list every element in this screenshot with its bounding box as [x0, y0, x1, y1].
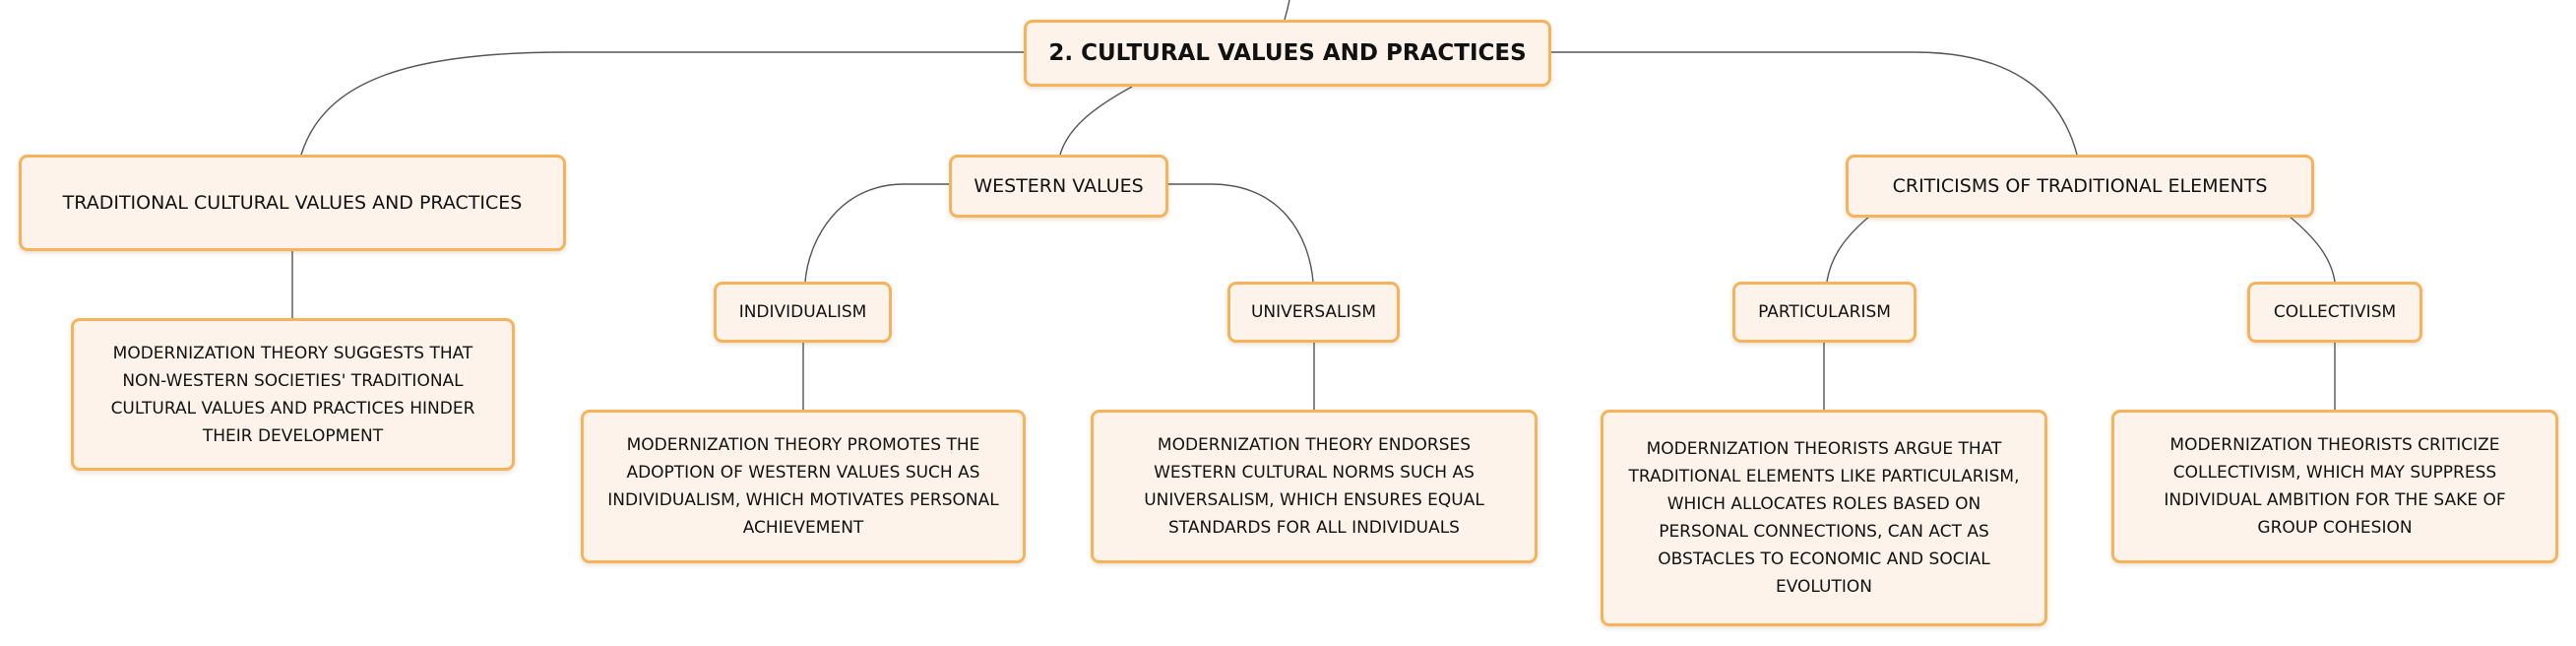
topic-western-values[interactable]: WESTERN VALUES: [949, 155, 1168, 218]
topic-criticisms-of-traditional-elements[interactable]: CRITICISMS OF TRADITIONAL ELEMENTS: [1846, 155, 2314, 218]
connector-western-to-universalism: [1168, 183, 1314, 283]
note-individualism-text: MODERNIZATION THEORY PROMOTES THE ADOPTI…: [607, 435, 999, 538]
topic-criticisms-label: CRITICISMS OF TRADITIONAL ELEMENTS: [1892, 175, 2268, 197]
connector-parent-to-root: [1284, 0, 1290, 21]
note-traditional-text: MODERNIZATION THEORY SUGGESTS THAT NON-W…: [110, 343, 475, 446]
note-collectivism[interactable]: MODERNIZATION THEORISTS CRITICIZE COLLEC…: [2111, 410, 2558, 563]
subtopic-particularism[interactable]: PARTICULARISM: [1732, 282, 1916, 343]
topic-traditional-cultural-values[interactable]: TRADITIONAL CULTURAL VALUES AND PRACTICE…: [19, 155, 566, 251]
subtopic-individualism[interactable]: INDIVIDUALISM: [714, 282, 892, 343]
note-universalism-text: MODERNIZATION THEORY ENDORSES WESTERN CU…: [1144, 435, 1484, 538]
subtopic-particularism-label: PARTICULARISM: [1758, 302, 1891, 322]
topic-traditional-label: TRADITIONAL CULTURAL VALUES AND PRACTICE…: [62, 192, 523, 214]
connector-root-to-traditional: [300, 51, 1024, 156]
subtopic-collectivism-label: COLLECTIVISM: [2273, 302, 2397, 322]
note-traditional[interactable]: MODERNIZATION THEORY SUGGESTS THAT NON-W…: [71, 318, 515, 471]
note-universalism[interactable]: MODERNIZATION THEORY ENDORSES WESTERN CU…: [1091, 410, 1538, 563]
subtopic-individualism-label: INDIVIDUALISM: [738, 302, 867, 322]
connector-root-to-western: [1059, 86, 1133, 156]
note-individualism[interactable]: MODERNIZATION THEORY PROMOTES THE ADOPTI…: [581, 410, 1026, 563]
note-particularism-text: MODERNIZATION THEORISTS ARGUE THAT TRADI…: [1628, 439, 2020, 597]
subtopic-universalism-label: UNIVERSALISM: [1250, 302, 1377, 322]
connector-root-to-criticisms: [1551, 51, 2078, 156]
note-particularism[interactable]: MODERNIZATION THEORISTS ARGUE THAT TRADI…: [1601, 410, 2047, 626]
connector-criticisms-to-particularism: [1826, 215, 1871, 283]
connector-criticisms-to-collectivism: [2288, 215, 2336, 283]
note-collectivism-text: MODERNIZATION THEORISTS CRITICIZE COLLEC…: [2164, 435, 2506, 538]
subtopic-universalism[interactable]: UNIVERSALISM: [1227, 282, 1400, 343]
root-node-label: 2. CULTURAL VALUES AND PRACTICES: [1048, 40, 1527, 66]
root-node[interactable]: 2. CULTURAL VALUES AND PRACTICES: [1024, 20, 1551, 87]
topic-western-label: WESTERN VALUES: [974, 175, 1144, 197]
connector-western-to-individualism: [804, 183, 949, 283]
subtopic-collectivism[interactable]: COLLECTIVISM: [2247, 282, 2422, 343]
